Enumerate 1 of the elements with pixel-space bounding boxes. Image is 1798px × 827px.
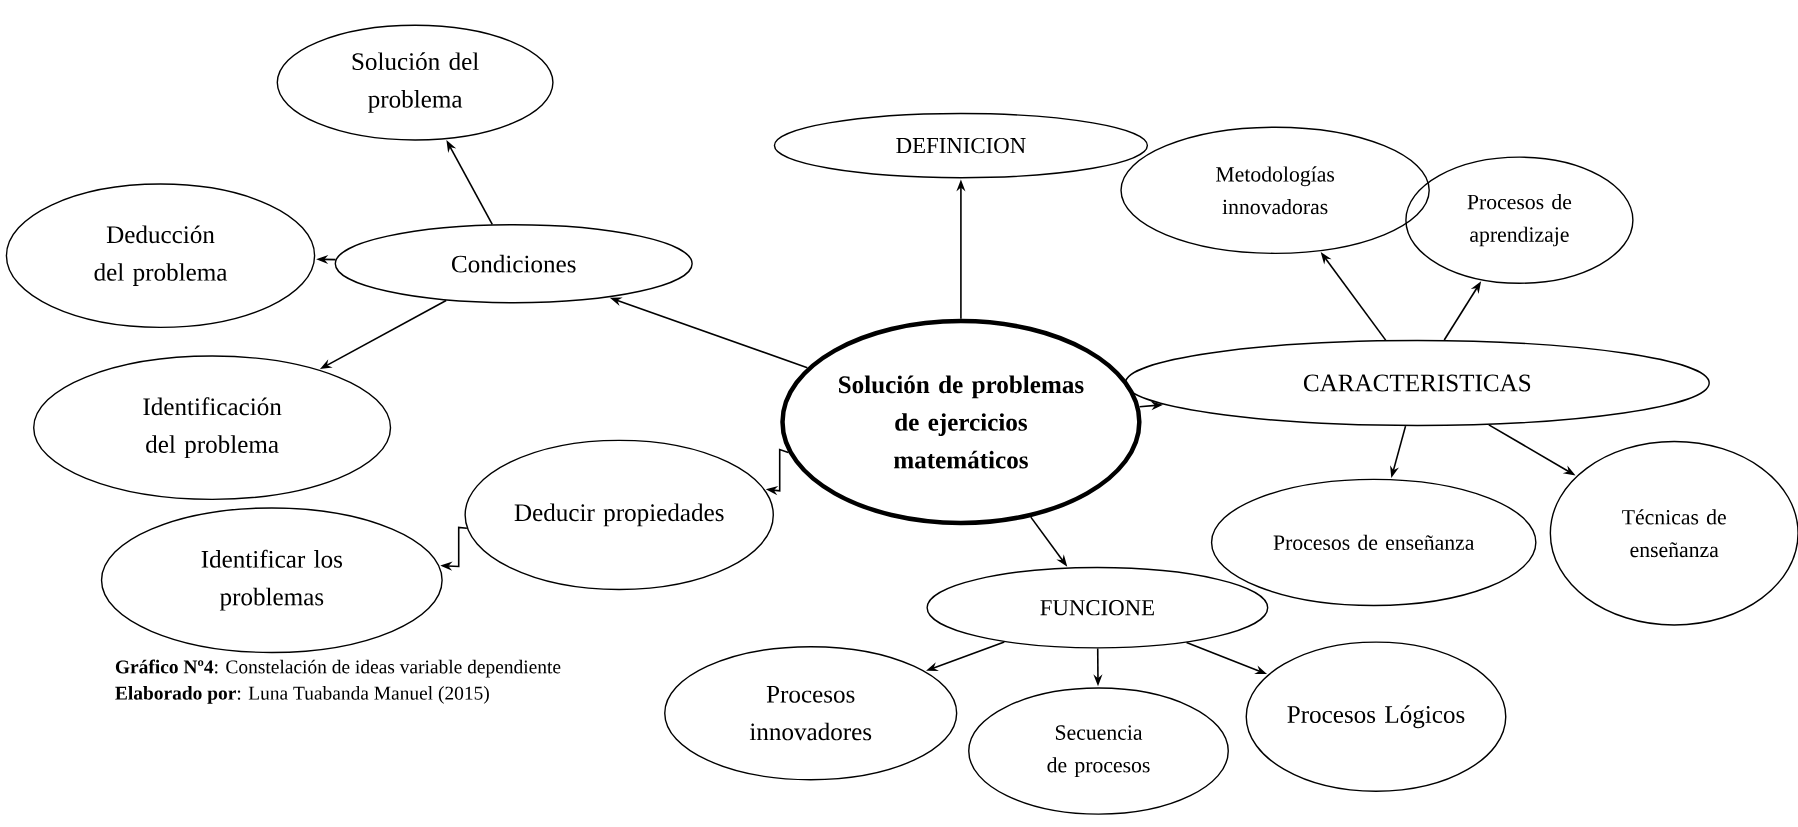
caption-text: Elaborado por: Luna Tuabanda Manuel (2015) <box>115 686 489 704</box>
